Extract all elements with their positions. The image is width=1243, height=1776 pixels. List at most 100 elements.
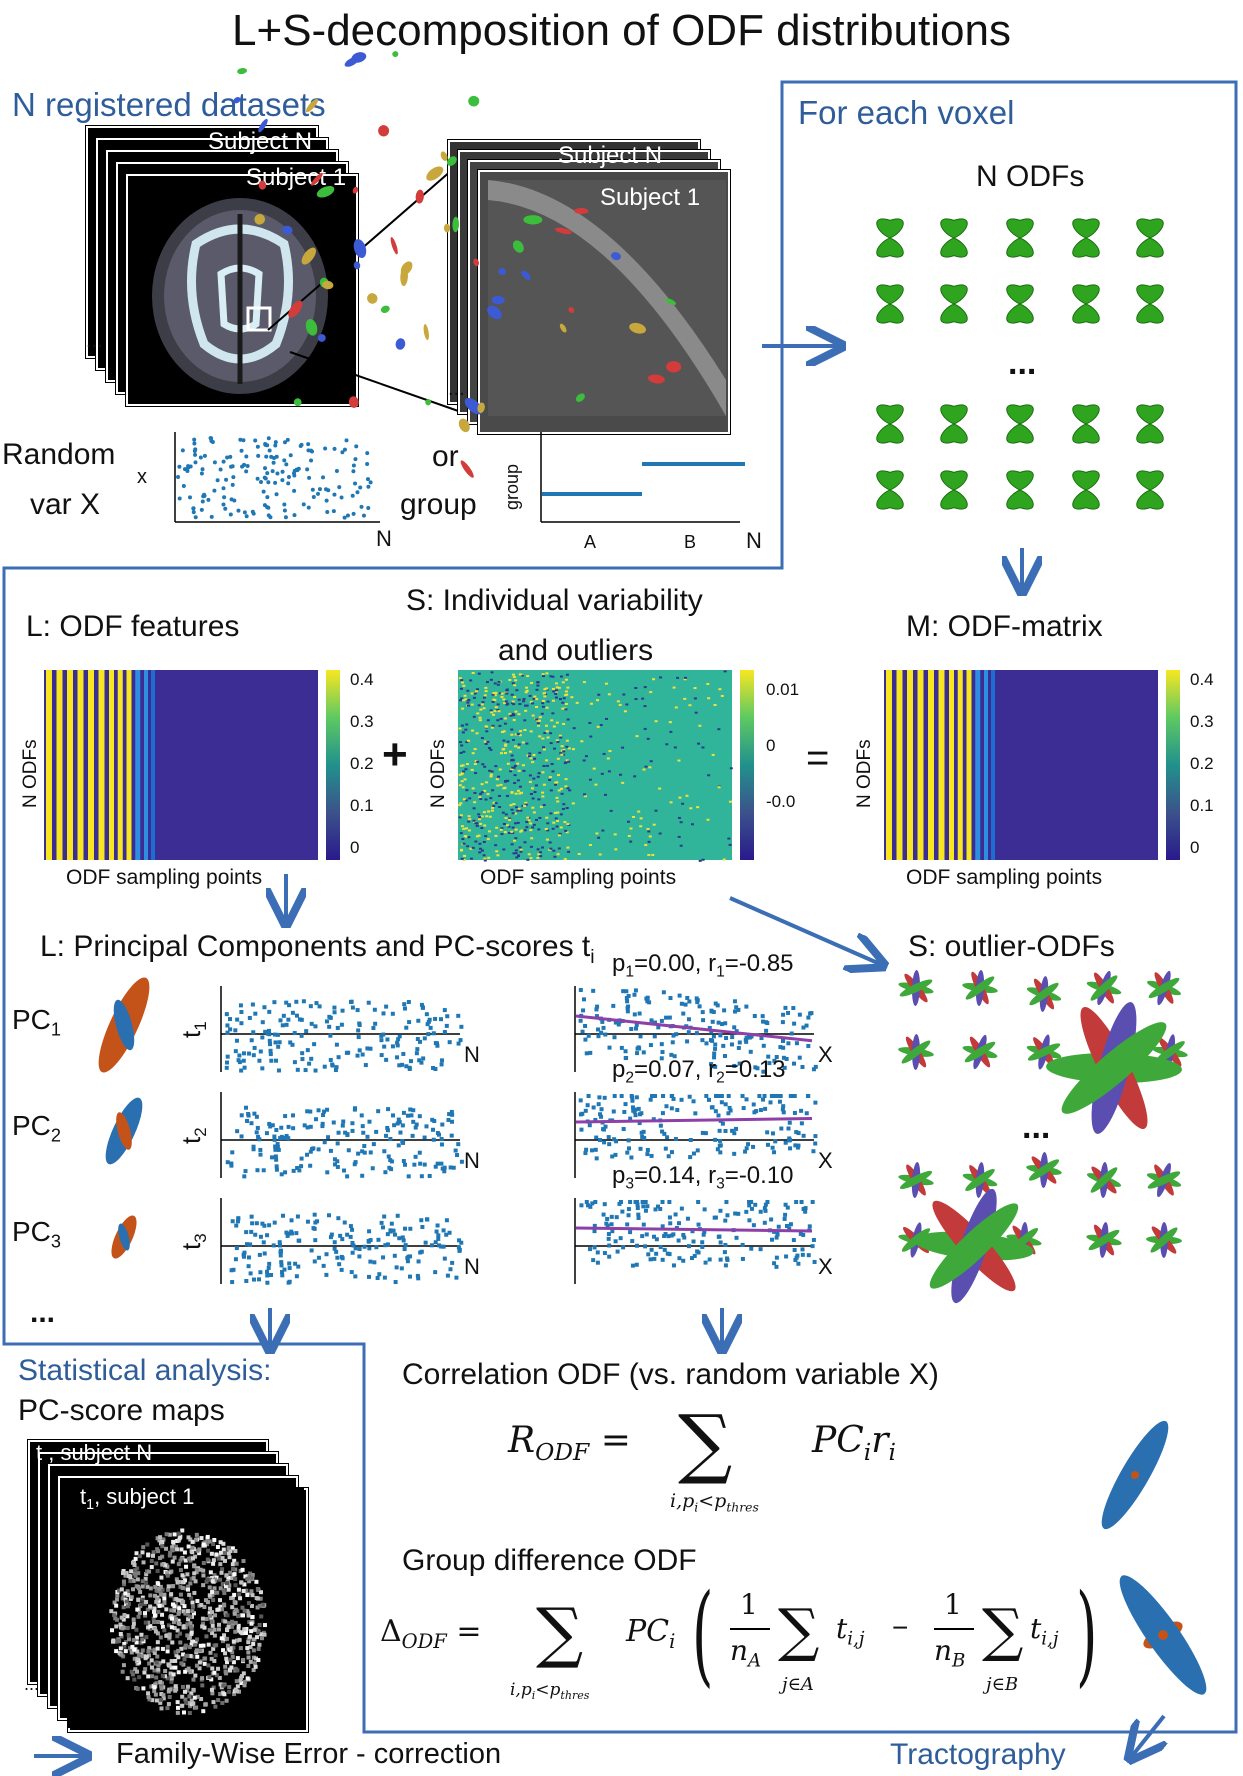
score-point [345,1174,350,1179]
map-pixel [193,1579,198,1584]
outlier-odf-glyph [962,1034,998,1070]
heatmap-cell [706,682,710,685]
heatmap-cell [646,737,650,740]
score-point [774,1264,779,1269]
heatmap-cell [564,761,568,764]
heatmap-cell [518,785,522,788]
score-point [279,1263,284,1268]
score-point [414,1122,419,1127]
outlier-odf-glyph [1026,1152,1062,1188]
map-pixel [132,1562,137,1567]
map-pixel [123,1649,128,1654]
odf-glyph [876,284,904,324]
map-pixel [154,1675,159,1680]
score-point [342,1168,347,1173]
score-point [322,1109,327,1114]
map-pixel [206,1642,211,1647]
score-point [393,1280,398,1285]
score-point [454,1275,459,1280]
map-pixel [152,1689,157,1694]
heatmap-cell [521,741,525,744]
scatter-point [202,453,207,458]
score-point [638,1146,643,1151]
score-point [584,1051,589,1056]
map-pixel [223,1619,228,1624]
odf-glyph [348,396,359,408]
map-pixel [134,1551,139,1556]
heatmap-cell [490,726,494,729]
map-pixel [156,1663,161,1668]
map-pixel [158,1590,163,1595]
score-point [397,1063,402,1068]
heatmap-cell [465,835,469,838]
score-point [229,1163,234,1168]
map-pixel [211,1646,216,1651]
heatmap-cell [597,836,601,839]
map-pixel [223,1651,228,1656]
map-pixel [169,1592,174,1597]
score-point [272,1220,277,1225]
heatmap-cell [619,773,623,776]
score-point [261,1240,266,1245]
map-pixel [167,1553,172,1558]
score-point [649,1153,654,1158]
score-point [755,1066,760,1071]
map-pixel [141,1654,146,1659]
score-point [411,1108,416,1113]
map-pixel [166,1689,171,1694]
score-point [794,1255,799,1260]
scatter-point [223,506,228,511]
score-point [796,1261,801,1266]
colorbar-tick: 0 [1190,838,1200,857]
scatter-point [340,450,345,455]
score-point [372,1260,377,1265]
heatmap-cell [512,714,516,717]
score-point [398,1130,403,1135]
heatmap-cell [555,689,559,692]
score-point [253,1011,258,1016]
left-paren: ( [692,1570,714,1698]
heatmap-cell [511,831,515,834]
map-pixel [132,1571,137,1576]
scatter-point [273,443,278,448]
score-point [435,1041,440,1046]
score-point [225,1160,230,1165]
map-pixel [176,1538,181,1543]
score-point [623,1102,628,1107]
map-pixel [195,1694,200,1699]
score-point [254,1221,259,1226]
map-pixel [125,1604,130,1609]
heatmap-cell [473,748,477,751]
score-point [334,1249,339,1254]
map-pixel [114,1597,119,1602]
score-point [723,1218,728,1223]
scatter-point [228,512,233,517]
map-pixel [187,1592,192,1597]
map-pixel [133,1667,138,1672]
heatmap-cell [499,717,503,720]
heatmap-cell [551,712,555,715]
odf-glyph [574,208,589,214]
map-pixel [224,1656,229,1661]
score-point [355,1053,360,1058]
odf-glyph [568,307,575,314]
map-pixel [119,1634,124,1639]
score-point [408,1059,413,1064]
map-pixel [157,1603,162,1608]
map-pixel [228,1646,233,1651]
heatmap-cell [469,847,473,850]
scatter-point [332,492,337,497]
map-pixel [130,1587,135,1592]
group-diff-heading: Group difference ODF [402,1544,697,1577]
map-pixel [146,1649,151,1654]
map-pixel [202,1625,207,1630]
pc-stats-label: p2=0.07, r2=0.13 [612,1056,786,1087]
heatmap-cell [536,719,540,722]
map-pixel [242,1627,247,1632]
score-point [798,1231,803,1236]
heatmap-band [957,670,963,860]
score-point [324,1019,329,1024]
score-point [791,1006,796,1011]
m-matrix-title: M: ODF-matrix [906,610,1103,643]
heatmap-band [991,670,995,860]
